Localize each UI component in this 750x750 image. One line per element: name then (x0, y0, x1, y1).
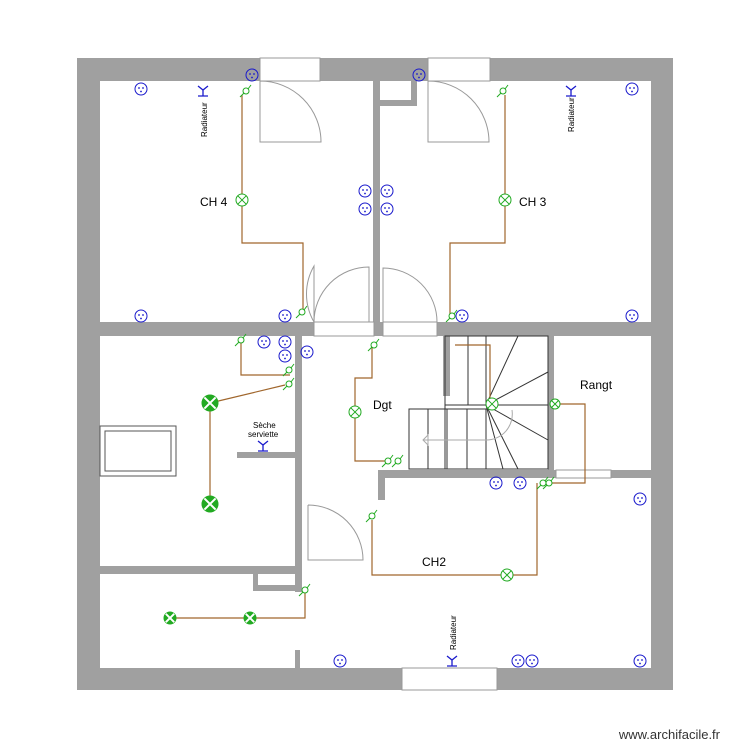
socket-icon (278, 309, 292, 323)
socket-icon (358, 202, 372, 216)
socket-icon (633, 492, 647, 506)
radiator-icon (446, 655, 458, 667)
room-label-rangt: Rangt (580, 378, 613, 392)
socket-icon (380, 184, 394, 198)
watermark: www.archifacile.fr (618, 727, 720, 742)
towel-dryer-label-1: Sèche (253, 421, 276, 430)
light-icon (348, 405, 362, 419)
socket-icon (412, 68, 426, 82)
light-icon (235, 193, 249, 207)
socket-icon (245, 68, 259, 82)
openings (259, 57, 612, 691)
socket-icon (525, 654, 539, 668)
socket-icon (455, 309, 469, 323)
switch-icon[interactable] (239, 84, 252, 98)
switch-icon[interactable] (282, 377, 295, 391)
electrical-wires (170, 95, 586, 619)
switch-icon[interactable] (365, 509, 378, 523)
electrical-symbols (134, 68, 647, 668)
switch-icon[interactable] (445, 309, 458, 323)
radiator-icon (257, 440, 269, 452)
switch-icon[interactable] (542, 476, 555, 490)
towel-dryer-label-2: serviette (248, 430, 279, 439)
walls (77, 58, 673, 690)
room-label-ch2: CH2 (422, 555, 446, 569)
wall-ch2-top (378, 470, 651, 478)
switch-icon[interactable] (298, 583, 311, 597)
socket-icon (625, 309, 639, 323)
wall-bathroom-right (295, 336, 302, 592)
socket-icon (134, 309, 148, 323)
wall-bathroom-bottom (100, 566, 300, 574)
wall-ch2-stub (378, 470, 385, 500)
wall-towel (237, 452, 300, 458)
radiator-label-ch4: Radiateur (200, 102, 209, 137)
switch-icon[interactable] (496, 84, 509, 98)
wall-stair-left (443, 336, 450, 396)
staircase (408, 335, 549, 470)
socket-icon (278, 349, 292, 363)
wall-ch4-ch3 (373, 81, 380, 322)
radiator-label-ch3: Radiateur (567, 97, 576, 132)
switch-icon[interactable] (391, 454, 404, 468)
wall-bottom-stub (295, 650, 300, 668)
light-icon (201, 495, 219, 513)
socket-icon (333, 654, 347, 668)
switch-icon[interactable] (367, 338, 380, 352)
radiator-icon (197, 85, 209, 97)
radiator-label-bottom: Radiateur (449, 615, 458, 650)
switch-icon[interactable] (282, 363, 295, 377)
door-ch4[interactable] (313, 321, 375, 337)
socket-icon (633, 654, 647, 668)
switch-icon[interactable] (234, 333, 247, 347)
closet-box (375, 81, 417, 106)
socket-icon (625, 82, 639, 96)
window-bottom[interactable] (401, 667, 498, 691)
light-icon (498, 193, 512, 207)
window-ch4[interactable] (259, 57, 321, 82)
room-label-dgt: Dgt (373, 398, 392, 412)
door-rangt[interactable] (555, 469, 612, 479)
socket-icon (380, 202, 394, 216)
switch-icon[interactable] (381, 454, 394, 468)
socket-icon (358, 184, 372, 198)
socket-icon (300, 345, 314, 359)
socket-icon (257, 335, 271, 349)
socket-icon (278, 335, 292, 349)
light-icon (500, 568, 514, 582)
light-icon (163, 611, 177, 625)
door-ch3[interactable] (382, 321, 438, 337)
wall-middle-horizontal (100, 322, 651, 336)
socket-icon (134, 82, 148, 96)
labels: CH 4 CH 3 Dgt Rangt CH2 Radiateur Radiat… (200, 97, 613, 650)
light-icon (549, 398, 561, 410)
light-icon (485, 397, 499, 411)
door-swings (99, 80, 490, 561)
light-icon (201, 394, 219, 412)
socket-icon (513, 476, 527, 490)
radiator-icon (565, 85, 577, 97)
window-ch3[interactable] (427, 57, 491, 82)
room-label-ch3: CH 3 (519, 195, 547, 209)
socket-icon (489, 476, 503, 490)
switch-icon[interactable] (295, 305, 308, 319)
socket-icon (511, 654, 525, 668)
room-label-ch4: CH 4 (200, 195, 228, 209)
small-box (253, 574, 300, 591)
light-icon (243, 611, 257, 625)
